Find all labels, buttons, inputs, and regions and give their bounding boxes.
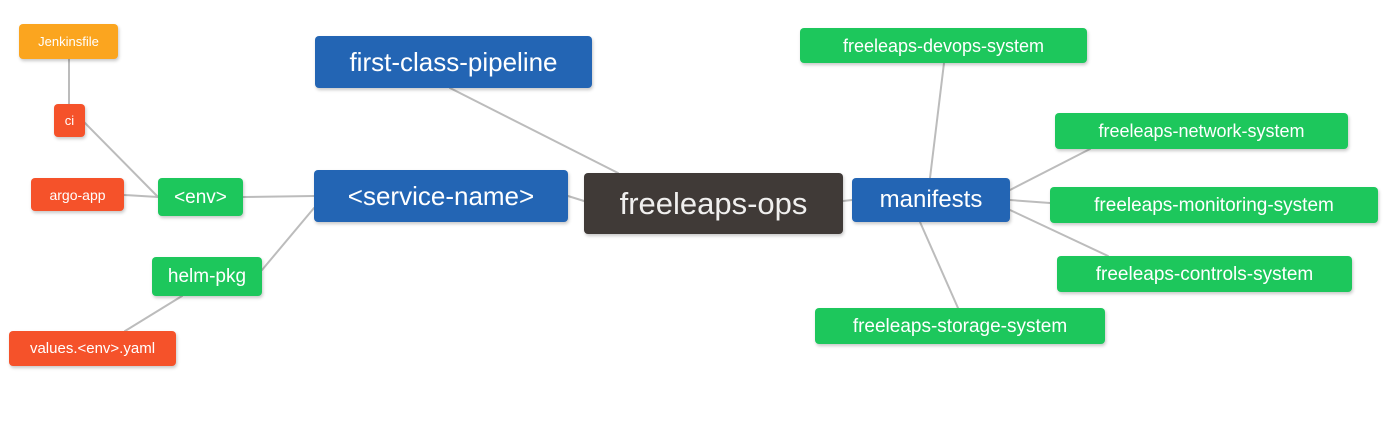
node-label-first-class-pipeline: first-class-pipeline xyxy=(349,47,558,77)
node-helm-pkg[interactable]: helm-pkg xyxy=(152,257,262,296)
edge-manifests-to-freeleaps-devops-system xyxy=(929,62,945,179)
node-first-class-pipeline[interactable]: first-class-pipeline xyxy=(315,36,592,88)
node-label-manifests: manifests xyxy=(879,186,983,213)
node-freeleaps-devops-system[interactable]: freeleaps-devops-system xyxy=(800,28,1087,63)
node-label-freeleaps-storage-system: freeleaps-storage-system xyxy=(852,315,1068,337)
edge-freeleaps-ops-to-manifests xyxy=(842,199,853,202)
edge-manifests-to-freeleaps-network-system xyxy=(1009,148,1091,191)
node-label-helm-pkg: helm-pkg xyxy=(167,266,247,287)
node-label-freeleaps-monitoring-system: freeleaps-monitoring-system xyxy=(1094,194,1334,216)
node-freeleaps-monitoring-system[interactable]: freeleaps-monitoring-system xyxy=(1050,187,1378,223)
node-freeleaps-controls-system[interactable]: freeleaps-controls-system xyxy=(1057,256,1352,292)
node-label-freeleaps-controls-system: freeleaps-controls-system xyxy=(1095,263,1314,285)
node-label-freeleaps-network-system: freeleaps-network-system xyxy=(1098,121,1305,141)
node-env[interactable]: <env> xyxy=(158,178,243,216)
edge-service-name-to-freeleaps-ops xyxy=(567,195,585,202)
edge-env-to-service-name xyxy=(242,195,315,198)
node-ci[interactable]: ci xyxy=(54,104,85,137)
node-jenkinsfile[interactable]: Jenkinsfile xyxy=(19,24,118,59)
edge-helm-pkg-to-values-yaml xyxy=(124,295,183,332)
edge-first-class-pipeline-to-freeleaps-ops xyxy=(449,87,619,174)
node-label-ci: ci xyxy=(64,113,75,128)
node-label-freeleaps-devops-system: freeleaps-devops-system xyxy=(842,35,1045,56)
node-freeleaps-storage-system[interactable]: freeleaps-storage-system xyxy=(815,308,1105,344)
node-argo-app[interactable]: argo-app xyxy=(31,178,124,211)
node-freeleaps-ops[interactable]: freeleaps-ops xyxy=(584,173,843,234)
node-label-values-yaml: values.<env>.yaml xyxy=(29,340,156,357)
node-service-name[interactable]: <service-name> xyxy=(314,170,568,222)
edge-manifests-to-freeleaps-monitoring-system xyxy=(1009,199,1051,204)
node-label-service-name: <service-name> xyxy=(347,181,535,211)
node-manifests[interactable]: manifests xyxy=(852,178,1010,222)
edge-service-name-to-helm-pkg xyxy=(261,207,315,271)
node-values-yaml[interactable]: values.<env>.yaml xyxy=(9,331,176,366)
node-freeleaps-network-system[interactable]: freeleaps-network-system xyxy=(1055,113,1348,149)
node-label-env: <env> xyxy=(174,186,227,208)
node-label-argo-app: argo-app xyxy=(49,186,106,203)
edge-manifests-to-freeleaps-storage-system xyxy=(919,221,959,309)
edge-argo-app-to-env xyxy=(123,194,159,198)
node-label-jenkinsfile: Jenkinsfile xyxy=(38,34,99,49)
node-label-freeleaps-ops: freeleaps-ops xyxy=(619,186,808,221)
